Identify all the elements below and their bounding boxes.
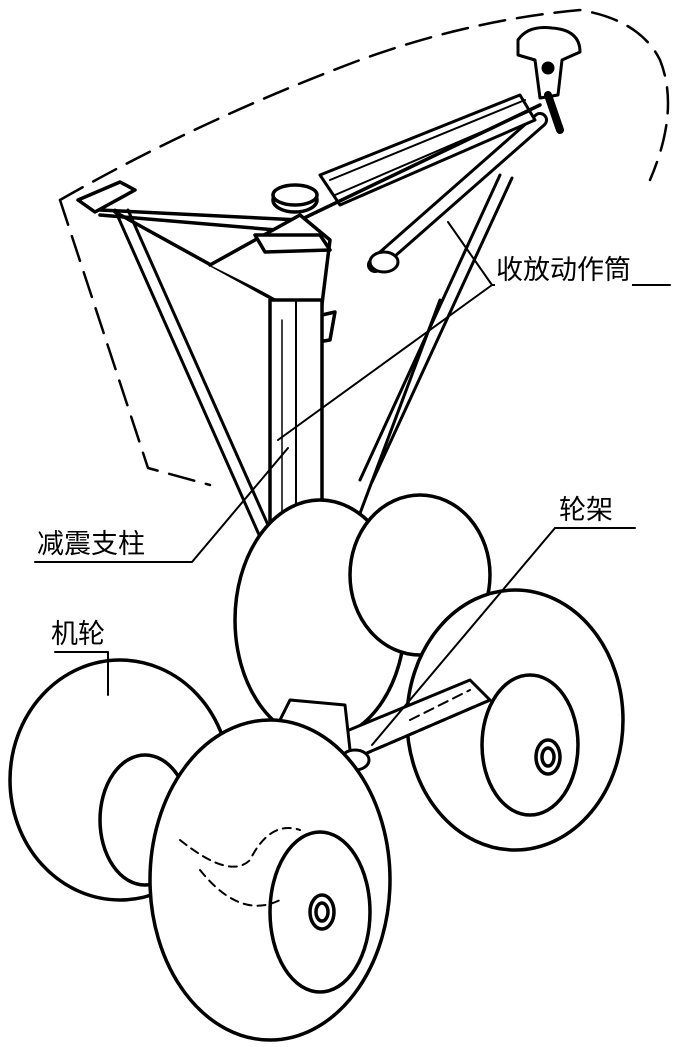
upper-frame	[76, 103, 542, 347]
stowage-outline	[58, 8, 670, 487]
label-shock-strut: 减震支柱	[36, 529, 146, 560]
label-retraction-actuator: 收放动作筒	[495, 255, 632, 286]
drag-strut	[348, 173, 514, 542]
front-wheels	[8, 658, 471, 1042]
upper-hinge-fitting	[516, 26, 582, 134]
label-wheel: 机轮	[50, 619, 106, 650]
label-bogie: 轮架	[558, 495, 614, 526]
